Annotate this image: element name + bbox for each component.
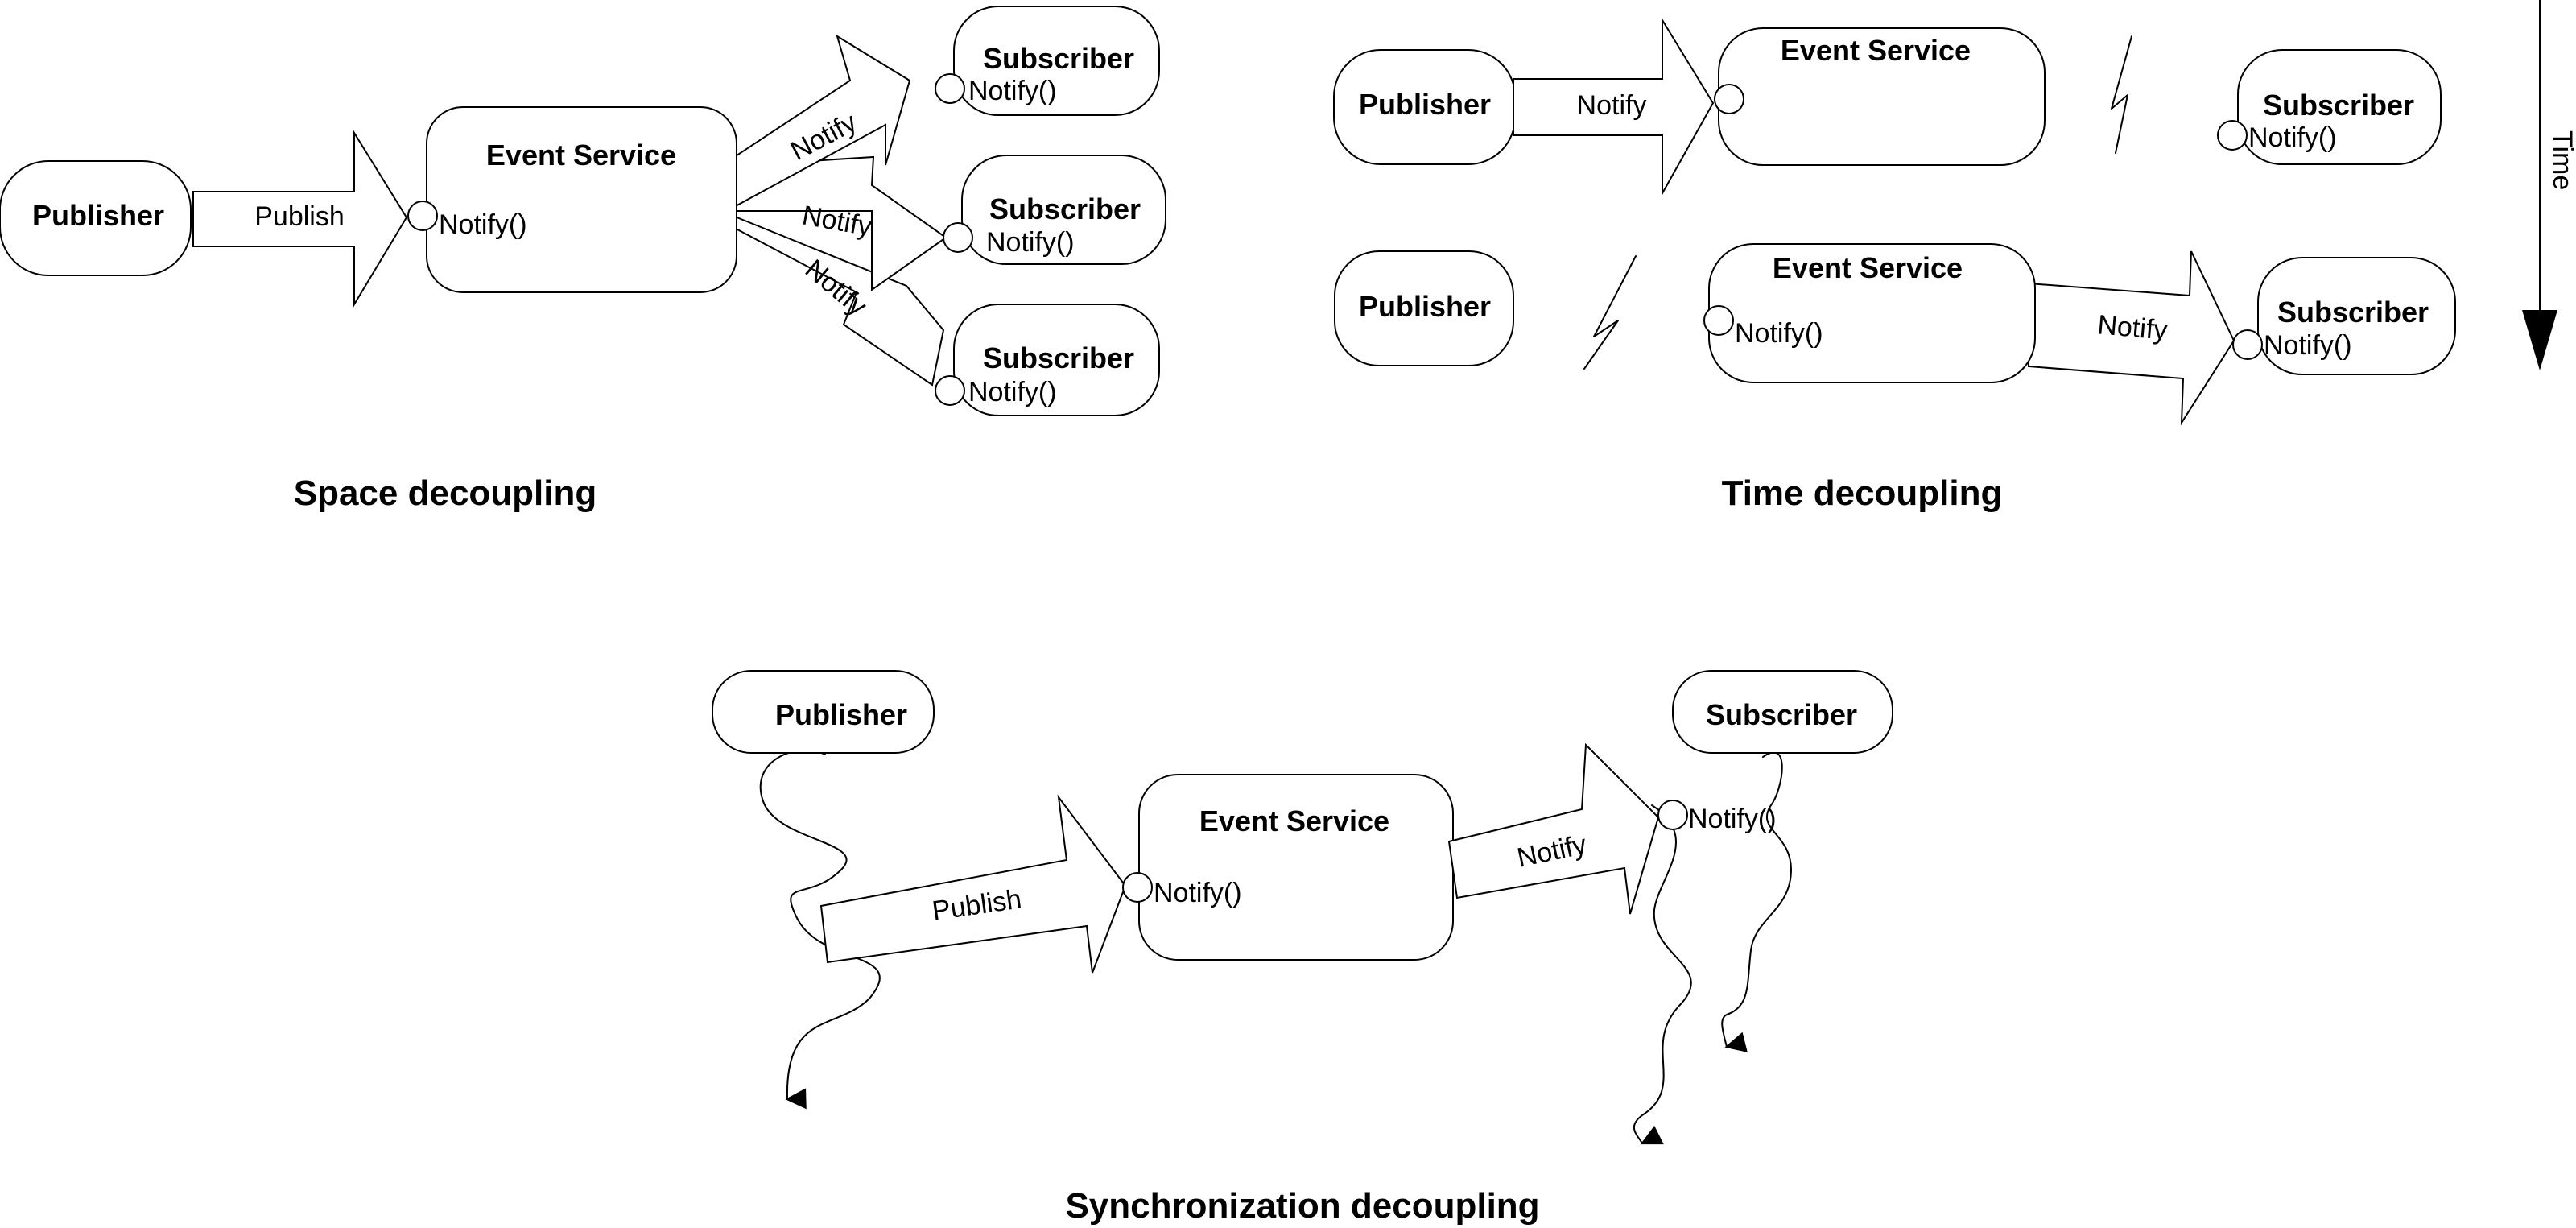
- time-row1-subscriber-method: Notify(): [2248, 122, 2337, 153]
- time-axis-arrowhead: [2522, 310, 2557, 370]
- sync-publisher-timeline: [759, 749, 881, 1110]
- space-subscriber-label-1: Subscriber: [983, 42, 1134, 75]
- time-row1-subscriber-port: [2217, 120, 2248, 151]
- time-row2-service-port: [1703, 305, 1734, 336]
- time-row2-subscriber-method: Notify(): [2264, 330, 2352, 361]
- sync-publisher-box: [712, 670, 935, 754]
- sync-publish-arrow: [819, 794, 1127, 974]
- sync-subscriber-box: [1672, 670, 1893, 754]
- time-row2-notify-arrow: [2028, 250, 2235, 426]
- sync-caption: Synchronization decoupling: [1065, 1186, 1539, 1226]
- space-publisher-label: Publisher: [32, 199, 164, 232]
- time-row1-event-service-label: Event Service: [1781, 34, 1971, 67]
- time-row2-subscriber-port: [2232, 329, 2263, 360]
- time-row2-service-method: Notify(): [1735, 318, 1823, 349]
- space-subscriber-port-1: [935, 73, 965, 104]
- time-row2-event-service-label: Event Service: [1773, 251, 1963, 284]
- sync-subscriber-label: Subscriber: [1706, 698, 1857, 731]
- sync-decoupling-panel: Publisher Publish Event Service Notify()…: [712, 670, 1893, 1226]
- sync-subscriber-port: [1657, 800, 1688, 830]
- time-row1-notify-label: Notify: [1577, 90, 1647, 121]
- space-notify-arrow-3: [720, 210, 945, 387]
- space-subscriber-label-2: Subscriber: [989, 192, 1141, 225]
- space-subscriber-port-3: [935, 375, 965, 406]
- sync-event-service-box: [1138, 774, 1454, 961]
- time-row2-subscriber-label: Subscriber: [2277, 296, 2429, 329]
- sync-subscriber-timeline: [1721, 751, 1792, 1052]
- space-subscriber-method-2: Notify(): [986, 227, 1075, 258]
- sync-notify-arrow: [1447, 742, 1660, 915]
- space-subscriber-box-1: [953, 6, 1160, 116]
- time-decoupling-panel: Publisher Notify Event Service Subscribe…: [1333, 0, 2576, 513]
- sync-service-method: Notify(): [1154, 878, 1242, 908]
- sync-event-service-label: Event Service: [1199, 804, 1389, 837]
- time-row1-subscriber-box: [2237, 49, 2442, 165]
- space-publisher-box: [0, 160, 192, 276]
- time-row1-subscriber-label: Subscriber: [2263, 89, 2414, 122]
- time-axis-label: Time: [2547, 130, 2576, 190]
- time-row1-notify-arrow: [1513, 17, 1715, 196]
- time-row2-lightning-icon: [1583, 255, 1637, 370]
- time-row1-lightning-icon: [2111, 35, 2132, 154]
- space-publish-label: Publish: [254, 201, 345, 232]
- space-subscriber-box-3: [953, 304, 1160, 416]
- time-row2-subscriber-box: [2257, 257, 2456, 375]
- space-event-service-box: [426, 106, 737, 293]
- time-row2-publisher-label: Publisher: [1359, 290, 1491, 323]
- space-subscriber-box-2: [961, 155, 1166, 265]
- space-service-notify-port: [407, 201, 438, 231]
- space-subscriber-port-2: [943, 222, 973, 253]
- space-event-service-label: Event Service: [486, 139, 676, 172]
- time-caption: Time decoupling: [1722, 473, 2003, 513]
- space-decoupling-panel: Notify Notify Notify Publisher Publish E…: [0, 6, 1166, 513]
- time-row1-service-port: [1714, 84, 1744, 114]
- time-row2-publisher-box: [1334, 250, 1514, 366]
- space-subscriber-method-1: Notify(): [968, 76, 1057, 106]
- sync-publisher-label: Publisher: [775, 698, 907, 731]
- sync-subscriber-method: Notify(): [1688, 804, 1777, 834]
- time-row1-publisher-label: Publisher: [1359, 88, 1491, 121]
- space-subscriber-method-3: Notify(): [968, 377, 1057, 407]
- space-subscriber-label-3: Subscriber: [983, 341, 1134, 374]
- time-row2-notify-label: Notify: [2096, 309, 2169, 345]
- space-notify-arrow-1: [721, 34, 911, 215]
- space-caption: Space decoupling: [294, 473, 597, 513]
- sync-notify-timeline: [1633, 804, 1692, 1145]
- space-service-notify-method: Notify(): [439, 209, 527, 240]
- sync-service-port: [1122, 872, 1153, 903]
- space-publish-arrow: [192, 130, 408, 308]
